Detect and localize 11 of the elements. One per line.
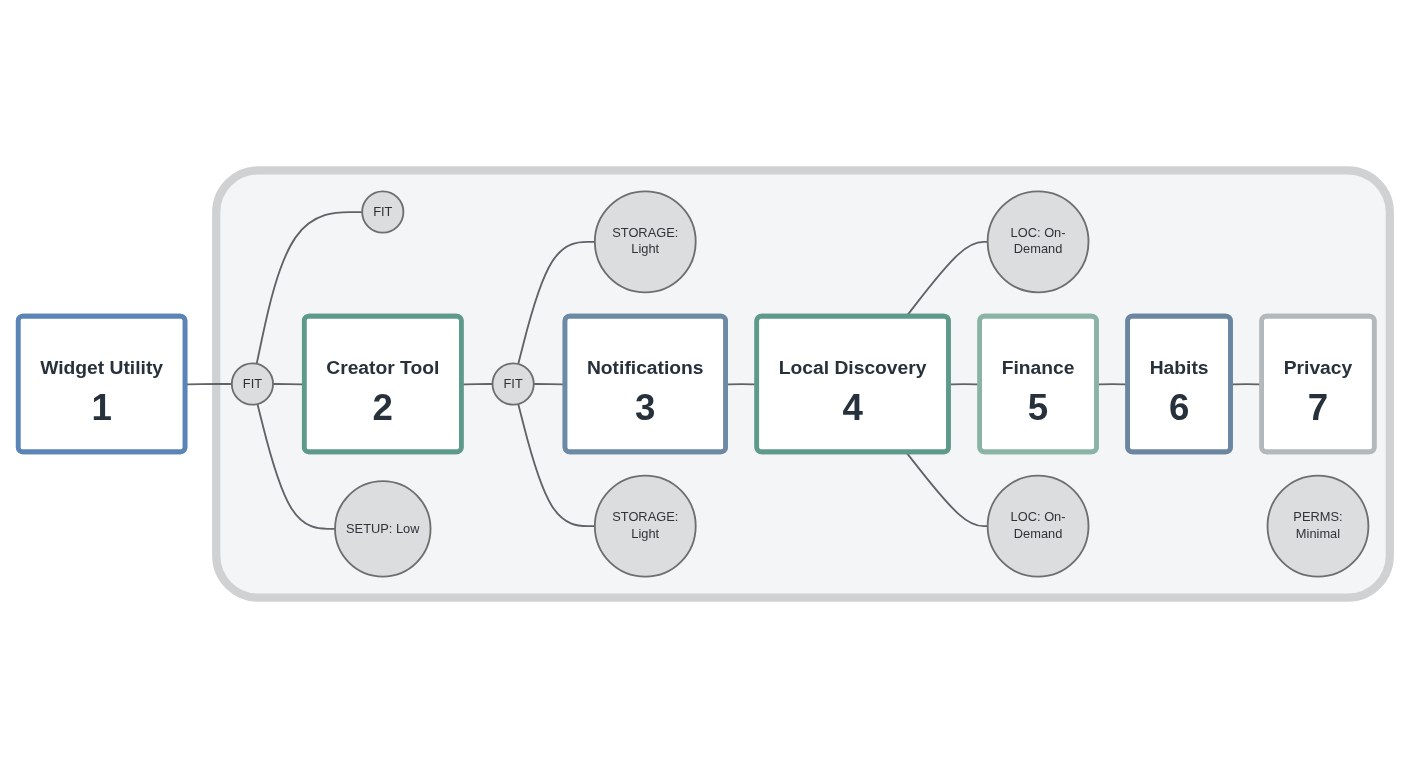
connector bbox=[256, 403, 336, 530]
node-circle: SETUP: Low bbox=[334, 480, 432, 578]
node-circle: LOC: On-Demand bbox=[986, 190, 1090, 294]
cluster bbox=[212, 166, 1394, 602]
node-circle: STORAGE: Light bbox=[593, 474, 697, 578]
node-circle: STORAGE: Light bbox=[593, 190, 697, 294]
node-circle: FIT bbox=[230, 362, 274, 406]
node-circle: PERMS: Minimal bbox=[1266, 474, 1370, 578]
node-circle: FIT bbox=[491, 362, 535, 406]
node-circle: FIT bbox=[361, 190, 405, 234]
node-circle: LOC: On-Demand bbox=[986, 474, 1090, 578]
